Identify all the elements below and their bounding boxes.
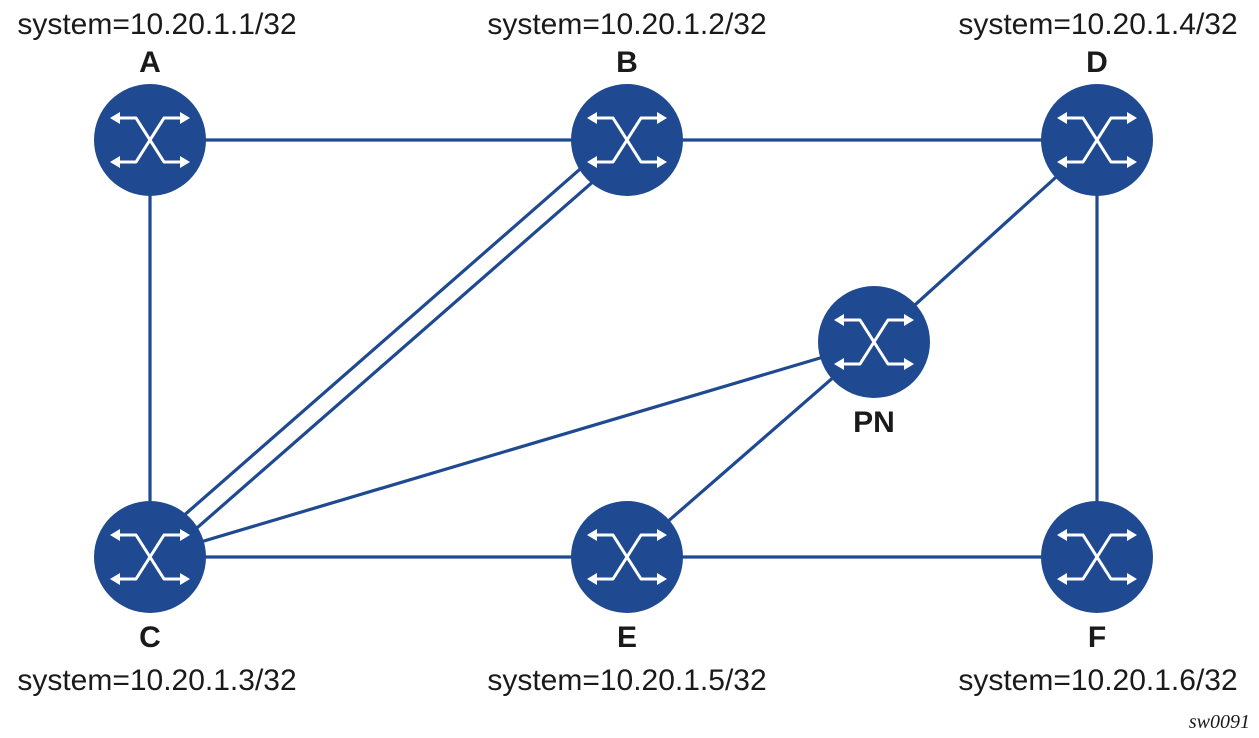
system-address-c: system=10.20.1.3/32 xyxy=(17,664,296,697)
router-arrows-icon xyxy=(110,529,190,585)
router-arrows-icon xyxy=(1057,529,1137,585)
system-address-d: system=10.20.1.4/32 xyxy=(958,8,1237,41)
router-arrows-icon xyxy=(587,529,667,585)
node-name-c: C xyxy=(139,621,161,654)
node-e xyxy=(571,501,683,613)
node-name-a: A xyxy=(139,46,161,79)
node-name-e: E xyxy=(617,621,637,654)
router-arrows-icon xyxy=(110,112,190,168)
node-name-f: F xyxy=(1088,621,1106,654)
node-pn xyxy=(818,286,930,398)
link-b-c-1 xyxy=(154,145,635,566)
node-name-b: B xyxy=(616,46,638,79)
node-b xyxy=(571,84,683,196)
labels-layer: Asystem=10.20.1.1/32Bsystem=10.20.1.2/32… xyxy=(17,8,1237,697)
node-c xyxy=(94,501,206,613)
system-address-f: system=10.20.1.6/32 xyxy=(958,664,1237,697)
links-layer xyxy=(142,131,1099,566)
router-arrows-icon xyxy=(587,112,667,168)
node-name-d: D xyxy=(1086,46,1108,79)
router-arrows-icon xyxy=(1057,112,1137,168)
link-pn-c xyxy=(148,340,876,559)
node-d xyxy=(1041,84,1153,196)
link-b-c-2 xyxy=(142,131,623,552)
node-name-pn: PN xyxy=(853,406,895,439)
node-a xyxy=(94,84,206,196)
node-f xyxy=(1041,501,1153,613)
system-address-e: system=10.20.1.5/32 xyxy=(487,664,766,697)
system-address-b: system=10.20.1.2/32 xyxy=(487,8,766,41)
system-address-a: system=10.20.1.1/32 xyxy=(17,8,296,41)
nodes-layer xyxy=(94,84,1153,613)
figure-id: sw0091 xyxy=(1189,711,1250,733)
router-arrows-icon xyxy=(834,314,914,370)
